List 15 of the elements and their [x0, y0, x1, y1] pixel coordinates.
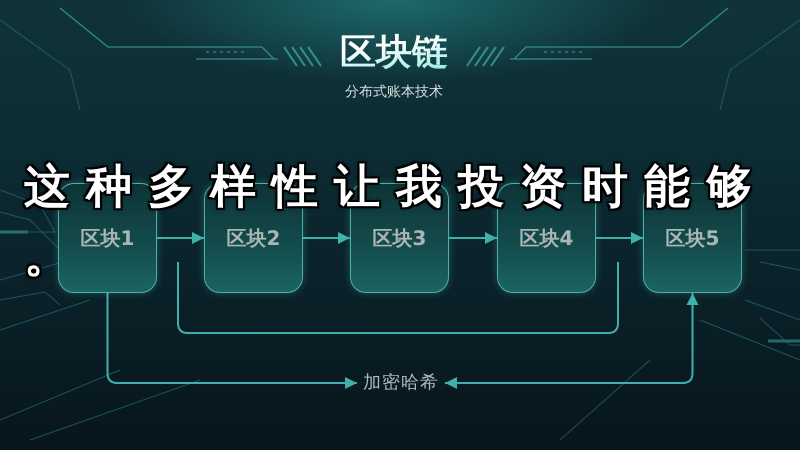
overlay-caption: 这种多样性让我投资时能够: [24, 158, 768, 215]
block-label: 区块1: [80, 226, 134, 250]
arrow: [445, 293, 698, 389]
arrow: [303, 232, 350, 244]
block-label: 区块5: [666, 226, 720, 250]
block-label: 区块2: [226, 226, 280, 250]
arrow: [449, 232, 497, 244]
node-label: 加密哈希: [357, 370, 445, 396]
block-label: 区块4: [520, 226, 574, 250]
overlay-caption: 。: [24, 232, 70, 278]
arrow: [157, 232, 204, 244]
block-label: 区块3: [372, 226, 426, 250]
subtitle: 分布式账本技术: [345, 83, 443, 101]
arrow: [106, 293, 357, 389]
arrow: [596, 232, 643, 244]
